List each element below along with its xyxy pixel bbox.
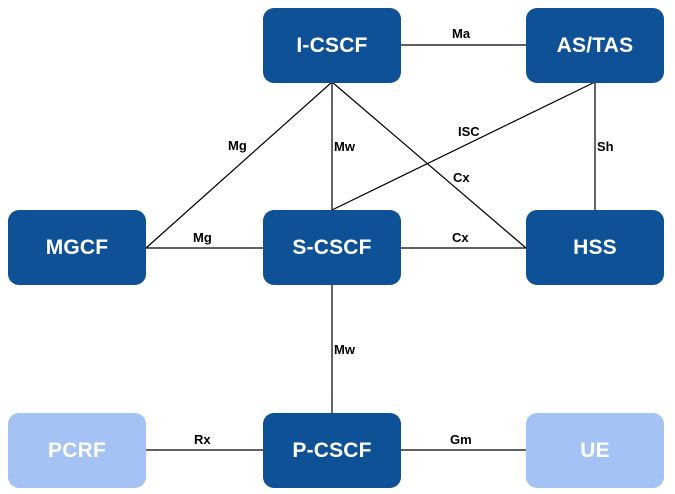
node-label: HSS xyxy=(573,235,617,259)
node-label: I-CSCF xyxy=(296,33,368,57)
node-hss: HSS xyxy=(526,210,664,285)
node-label: PCRF xyxy=(48,438,106,462)
link-label-mg-icscf-mgcf: Mg xyxy=(228,138,247,153)
node-i-cscf: I-CSCF xyxy=(263,8,401,83)
node-as-tas: AS/TAS xyxy=(526,8,664,83)
link-line-isc xyxy=(331,81,596,211)
link-line-cx-icscf-hss xyxy=(331,81,527,249)
node-label: MGCF xyxy=(45,235,109,259)
link-label-gm: Gm xyxy=(450,432,472,447)
node-mgcf: MGCF xyxy=(8,210,146,285)
node-label: S-CSCF xyxy=(292,235,372,259)
node-p-cscf: P-CSCF xyxy=(263,413,401,488)
node-label: AS/TAS xyxy=(556,33,634,57)
link-label-isc: ISC xyxy=(458,124,480,139)
node-ue: UE xyxy=(526,413,664,488)
link-label-rx: Rx xyxy=(194,432,211,447)
link-label-ma: Ma xyxy=(452,26,471,41)
link-label-mw-scscf-pcscf: Mw xyxy=(334,342,355,357)
link-line-mg-icscf-mgcf xyxy=(145,81,333,249)
link-label-cx-scscf-hss: Cx xyxy=(452,230,469,245)
link-label-cx-icscf-hss: Cx xyxy=(453,170,470,185)
node-label: P-CSCF xyxy=(292,438,372,462)
node-label: UE xyxy=(580,438,610,462)
link-label-sh: Sh xyxy=(597,139,614,154)
node-pcrf: PCRF xyxy=(8,413,146,488)
link-label-mg-mgcf-scscf: Mg xyxy=(193,230,212,245)
link-label-mw-icscf-scscf: Mw xyxy=(334,139,355,154)
node-s-cscf: S-CSCF xyxy=(263,210,401,285)
